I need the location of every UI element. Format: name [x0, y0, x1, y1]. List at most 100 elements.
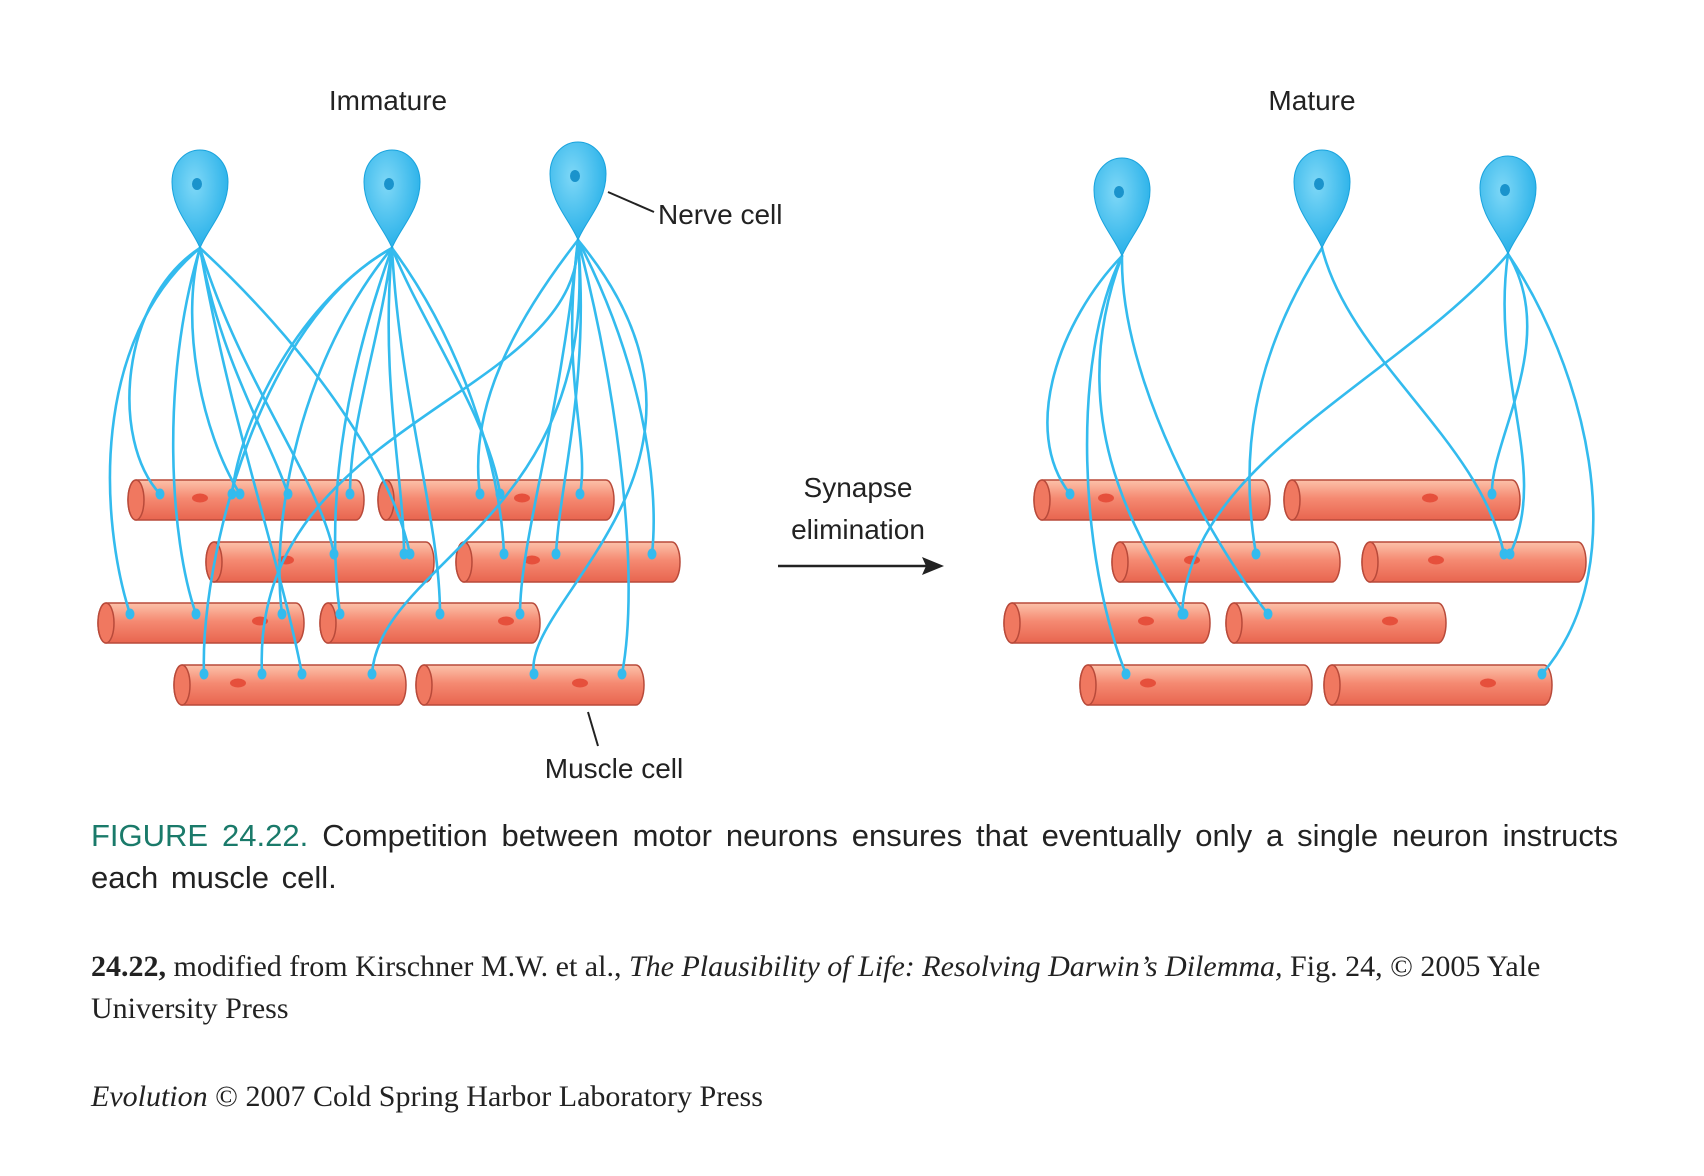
axon	[333, 246, 394, 620]
muscle-cell-label: Muscle cell	[545, 753, 683, 784]
copyright-book: Evolution	[91, 1080, 208, 1113]
mature-nerve-cells	[1093, 149, 1537, 258]
muscle-fiber	[205, 541, 435, 583]
synapse-terminal	[1505, 548, 1515, 560]
muscle-fiber	[1225, 602, 1447, 644]
synapse-terminal	[1121, 668, 1131, 680]
synapse-terminal	[199, 668, 209, 680]
synapse-terminal	[529, 668, 539, 680]
arrow-label-elimination: elimination	[791, 514, 925, 545]
muscle-fiber	[415, 664, 645, 706]
muscle-fiber	[319, 602, 541, 644]
synapse-terminal	[1251, 548, 1261, 560]
muscle-nucleus	[514, 493, 530, 503]
synapse-terminal	[1177, 608, 1187, 620]
muscle-fiber	[1361, 541, 1587, 583]
arrow-label-synapse: Synapse	[804, 472, 913, 503]
axon	[345, 246, 394, 500]
muscle-fiber	[97, 602, 305, 644]
axon	[576, 238, 630, 680]
nerve-cell-label: Nerve cell	[658, 199, 782, 230]
caption-text: Competition between motor neurons ensure…	[91, 818, 1618, 895]
axon	[576, 238, 657, 560]
axon	[171, 246, 202, 620]
axon	[367, 238, 581, 680]
synapse-terminal	[1263, 608, 1273, 620]
synapse-terminal	[617, 668, 627, 680]
neuron-nucleus	[1500, 184, 1510, 196]
axon	[1487, 252, 1529, 500]
figure-caption: FIGURE 24.22. Competition between motor …	[91, 815, 1618, 899]
credit-prefix: modified from Kirschner M.W. et al.,	[173, 950, 622, 983]
muscle-nucleus	[524, 555, 540, 565]
mature-muscle-fibers	[1003, 479, 1587, 706]
axon	[1248, 246, 1324, 560]
synapse-terminal	[475, 488, 485, 500]
axon	[1503, 252, 1526, 560]
axon	[390, 246, 445, 620]
axon	[199, 246, 394, 680]
axon	[1046, 254, 1124, 500]
synapse-terminal	[575, 488, 585, 500]
axon	[190, 246, 245, 500]
muscle-fiber	[1033, 479, 1271, 521]
synapse-terminal	[345, 488, 355, 500]
synapse-terminal	[647, 548, 657, 560]
synapse-terminal	[1537, 668, 1547, 680]
muscle-fiber	[1079, 664, 1313, 706]
axon	[551, 238, 583, 560]
neuron-nucleus	[1114, 186, 1124, 198]
synapse-terminal	[155, 488, 165, 500]
neuron-nucleus	[570, 170, 580, 182]
immature-nerve-cells	[171, 141, 607, 250]
synapse-terminal	[551, 548, 561, 560]
nerve-cell	[1093, 157, 1151, 258]
synapse-terminal	[1487, 488, 1497, 500]
axon	[128, 246, 202, 500]
synapse-terminal	[297, 668, 307, 680]
muscle-fiber	[1283, 479, 1521, 521]
muscle-fiber	[455, 541, 681, 583]
axon	[390, 246, 505, 500]
muscle-nucleus	[1140, 678, 1156, 688]
nerve-cell-leader-line	[607, 191, 655, 213]
synapse-terminal	[1065, 488, 1075, 500]
synapse-terminal	[277, 608, 287, 620]
muscle-fiber	[173, 664, 407, 706]
muscle-nucleus	[1098, 493, 1114, 503]
synapse-terminal	[515, 608, 525, 620]
axon	[257, 238, 580, 680]
immature-muscle-fibers	[97, 479, 681, 706]
synapse-terminal	[499, 548, 509, 560]
axon	[515, 238, 580, 620]
synapse-elimination-arrow-head	[922, 557, 944, 575]
muscle-nucleus	[1480, 678, 1496, 688]
synapse-terminal	[435, 608, 445, 620]
muscle-nucleus	[1382, 616, 1398, 626]
neuron-nucleus	[192, 178, 202, 190]
muscle-fiber	[127, 479, 365, 521]
muscle-fiber	[377, 479, 615, 521]
nerve-cell	[363, 149, 421, 250]
muscle-nucleus	[1422, 493, 1438, 503]
axon	[1506, 252, 1595, 680]
axon	[1120, 254, 1273, 620]
axon	[387, 246, 409, 560]
mature-title: Mature	[1268, 85, 1355, 116]
synapse-terminal	[399, 548, 409, 560]
figure-credit: 24.22, modified from Kirschner M.W. et a…	[91, 946, 1631, 1030]
nerve-cell	[1479, 155, 1537, 256]
muscle-fiber	[1111, 541, 1341, 583]
credit-figure-ref: 24.22,	[91, 950, 166, 983]
axon	[529, 238, 648, 680]
muscle-fiber	[1323, 664, 1553, 706]
neuron-nucleus	[384, 178, 394, 190]
figure-number: FIGURE 24.22.	[91, 818, 309, 853]
immature-title: Immature	[329, 85, 447, 116]
axon	[1177, 252, 1510, 620]
axon	[108, 246, 202, 620]
credit-book-title: The Plausibility of Life: Resolving Darw…	[628, 950, 1283, 983]
muscle-nucleus	[192, 493, 208, 503]
immature-axons	[108, 238, 657, 680]
axon	[1085, 254, 1131, 680]
